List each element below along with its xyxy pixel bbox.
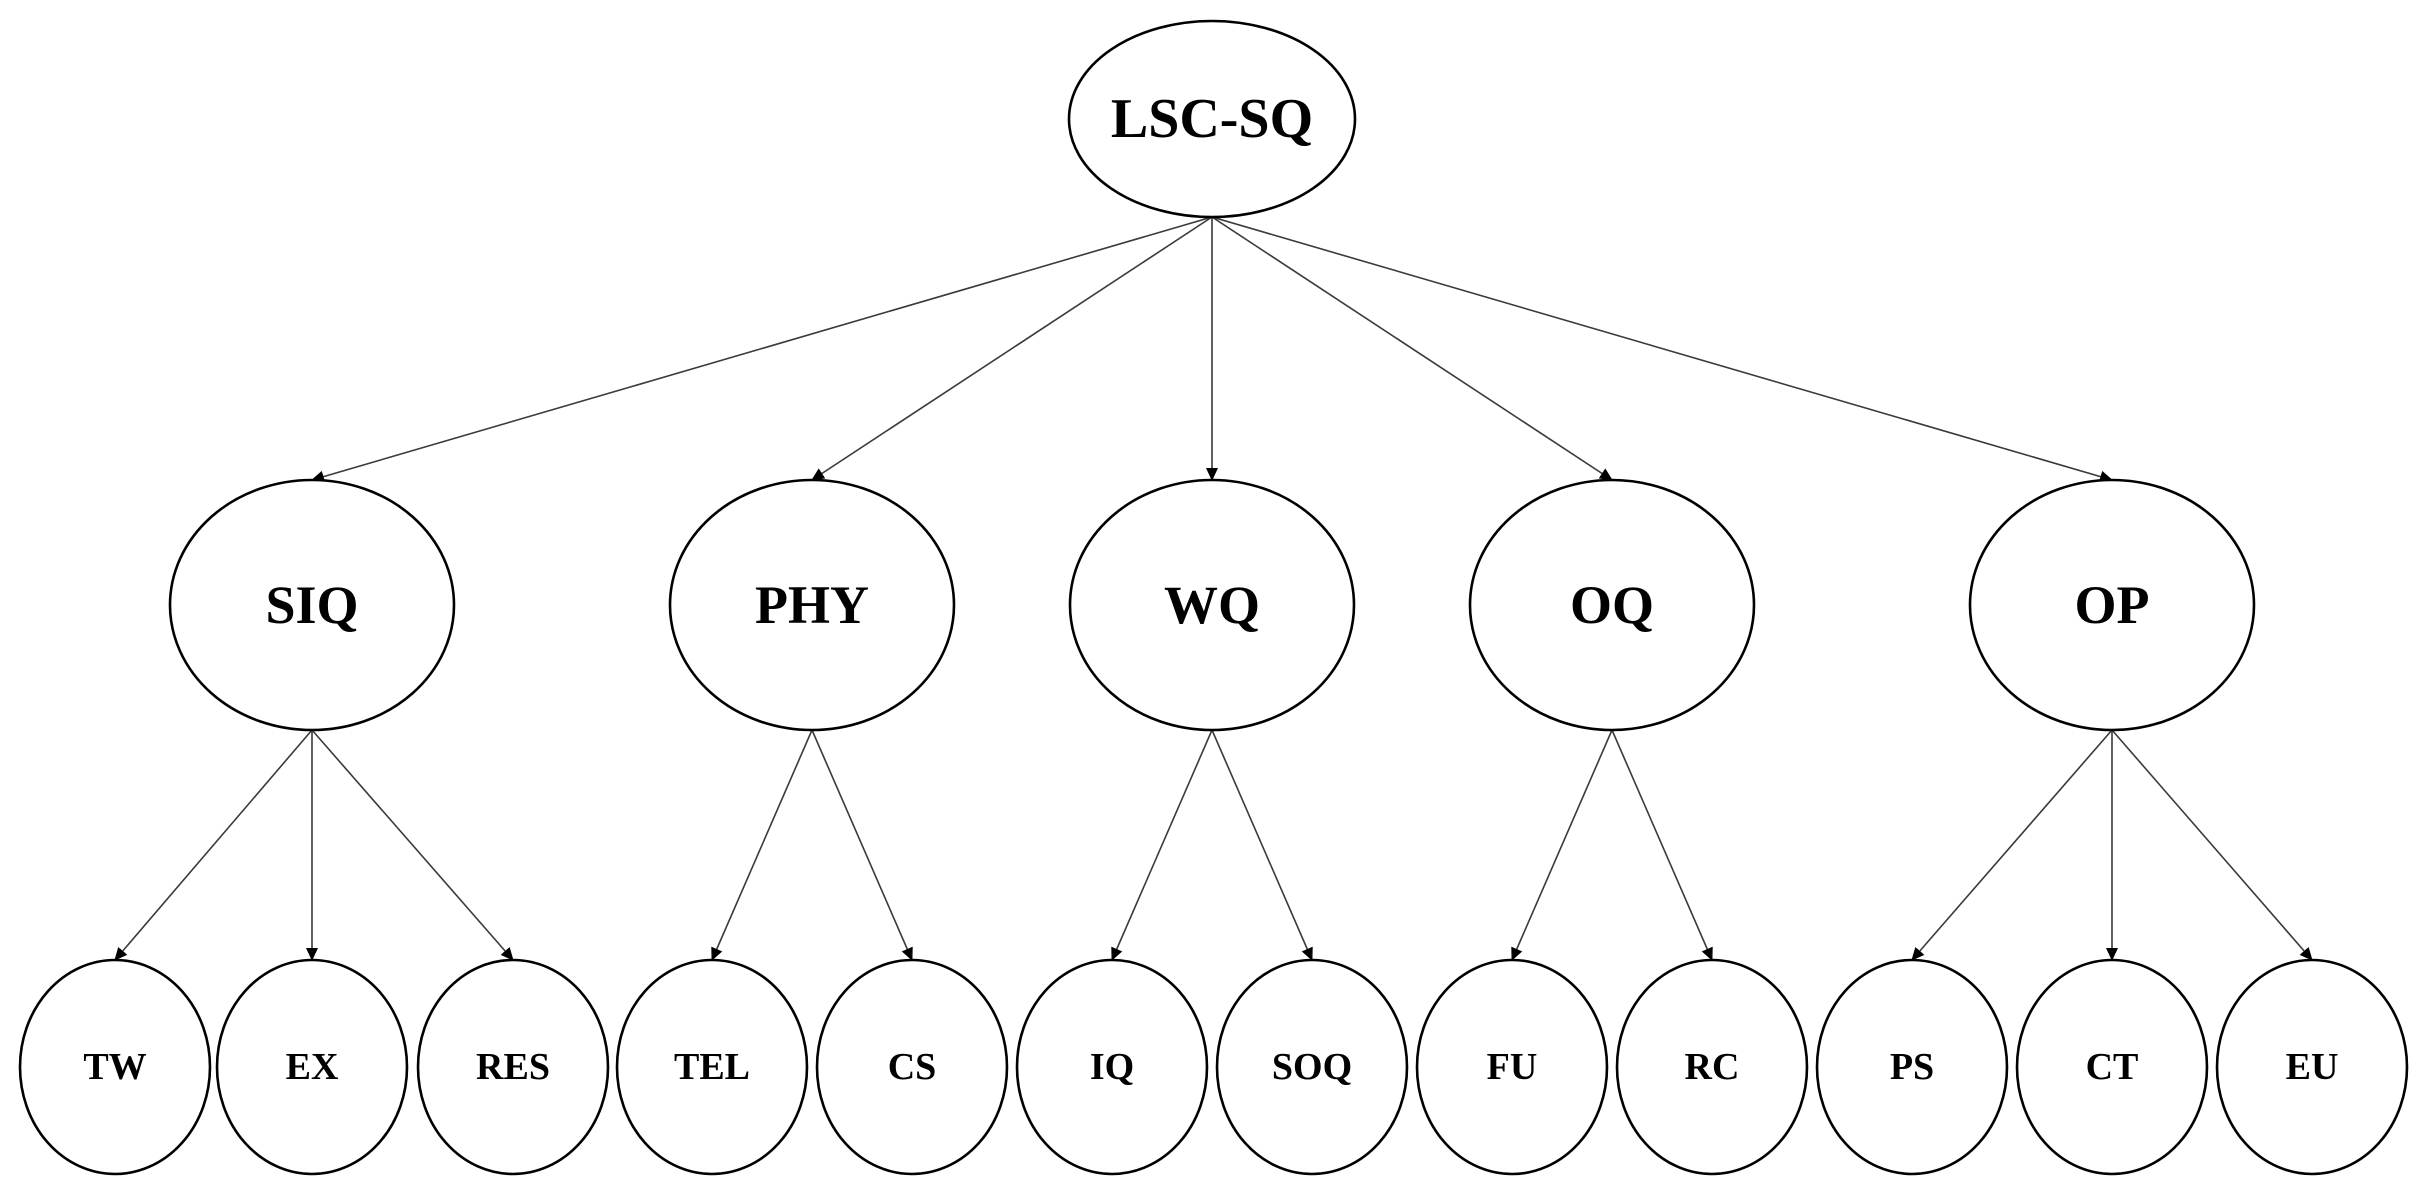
item-node-res-label: RES	[476, 1046, 550, 1088]
edge-lsc-sq-to-oq	[1211, 216, 1613, 481]
item-node-ps-shape	[1815, 958, 2009, 1176]
dimension-node-phy-label: PHY	[755, 575, 869, 635]
edge-siq-to-tw	[114, 729, 313, 961]
edges-layer	[114, 216, 2313, 961]
item-node-tel-shape	[615, 958, 809, 1176]
item-node-fu: FU	[1415, 958, 1609, 1176]
item-node-tw-label: TW	[83, 1046, 146, 1088]
item-node-rc-shape	[1615, 958, 1809, 1176]
item-node-cs-shape	[815, 958, 1009, 1176]
item-node-iq-shape	[1015, 958, 1209, 1176]
item-node-fu-shape	[1415, 958, 1609, 1176]
root-node-label: LSC-SQ	[1111, 88, 1313, 150]
item-node-soq-label: SOQ	[1272, 1046, 1352, 1088]
item-node-rc-label: RC	[1685, 1046, 1740, 1088]
item-node-cs: CS	[815, 958, 1009, 1176]
dimension-node-siq-shape	[168, 478, 456, 732]
dimension-node-wq-shape	[1068, 478, 1356, 732]
edge-op-to-ps	[1911, 729, 2113, 961]
dimension-node-siq-label: SIQ	[265, 575, 358, 635]
item-node-soq-shape	[1215, 958, 1409, 1176]
dimension-node-phy-shape	[668, 478, 956, 732]
item-node-soq: SOQ	[1215, 958, 1409, 1176]
item-node-res-shape	[416, 958, 610, 1176]
dimension-node-oq: OQ	[1468, 478, 1756, 732]
edge-phy-to-tel	[711, 729, 813, 961]
edge-op-to-eu	[2111, 729, 2313, 961]
item-node-iq: IQ	[1015, 958, 1209, 1176]
item-node-ps-label: PS	[1890, 1046, 1934, 1088]
edge-lsc-sq-to-op	[1211, 216, 2113, 483]
item-node-eu: EU	[2215, 958, 2409, 1176]
dimension-node-wq-label: WQ	[1164, 575, 1260, 635]
item-node-ct: CT	[2015, 958, 2209, 1176]
item-node-ex-shape	[215, 958, 409, 1176]
root-node-shape	[1067, 19, 1357, 219]
item-node-ct-label: CT	[2086, 1046, 2139, 1088]
item-node-ex: EX	[215, 958, 409, 1176]
item-node-tel-label: TEL	[674, 1046, 750, 1088]
edge-oq-to-rc	[1611, 729, 1713, 961]
root-node: LSC-SQ	[1067, 19, 1357, 219]
edge-lsc-sq-to-phy	[811, 216, 1213, 481]
dimension-node-siq: SIQ	[168, 478, 456, 732]
item-node-cs-label: CS	[888, 1046, 937, 1088]
nodes-layer: LSC-SQ SIQ TW EX RES PHY TEL CS WQ IQ SOQ OQ FU RC OP P…	[18, 19, 2409, 1176]
item-node-res: RES	[416, 958, 610, 1176]
edge-siq-to-res	[311, 729, 514, 961]
item-node-fu-label: FU	[1487, 1046, 1538, 1088]
dimension-node-phy: PHY	[668, 478, 956, 732]
item-node-iq-label: IQ	[1090, 1046, 1134, 1088]
edge-wq-to-iq	[1111, 729, 1213, 961]
item-node-tel: TEL	[615, 958, 809, 1176]
edge-oq-to-fu	[1511, 729, 1613, 961]
dimension-node-op-label: OP	[2075, 575, 2150, 635]
item-node-eu-label: EU	[2286, 1046, 2339, 1088]
edge-wq-to-soq	[1211, 729, 1313, 961]
dimension-node-op-shape	[1968, 478, 2256, 732]
dimension-node-op: OP	[1968, 478, 2256, 732]
dimension-node-oq-shape	[1468, 478, 1756, 732]
item-node-tw-shape	[18, 958, 212, 1176]
edge-phy-to-cs	[811, 729, 913, 961]
item-node-eu-shape	[2215, 958, 2409, 1176]
dimension-node-wq: WQ	[1068, 478, 1356, 732]
item-node-ct-shape	[2015, 958, 2209, 1176]
item-node-ps: PS	[1815, 958, 2009, 1176]
dimension-node-oq-label: OQ	[1570, 575, 1654, 635]
edge-lsc-sq-to-siq	[311, 216, 1213, 483]
item-node-ex-label: EX	[286, 1046, 339, 1088]
item-node-rc: RC	[1615, 958, 1809, 1176]
item-node-tw: TW	[18, 958, 212, 1176]
